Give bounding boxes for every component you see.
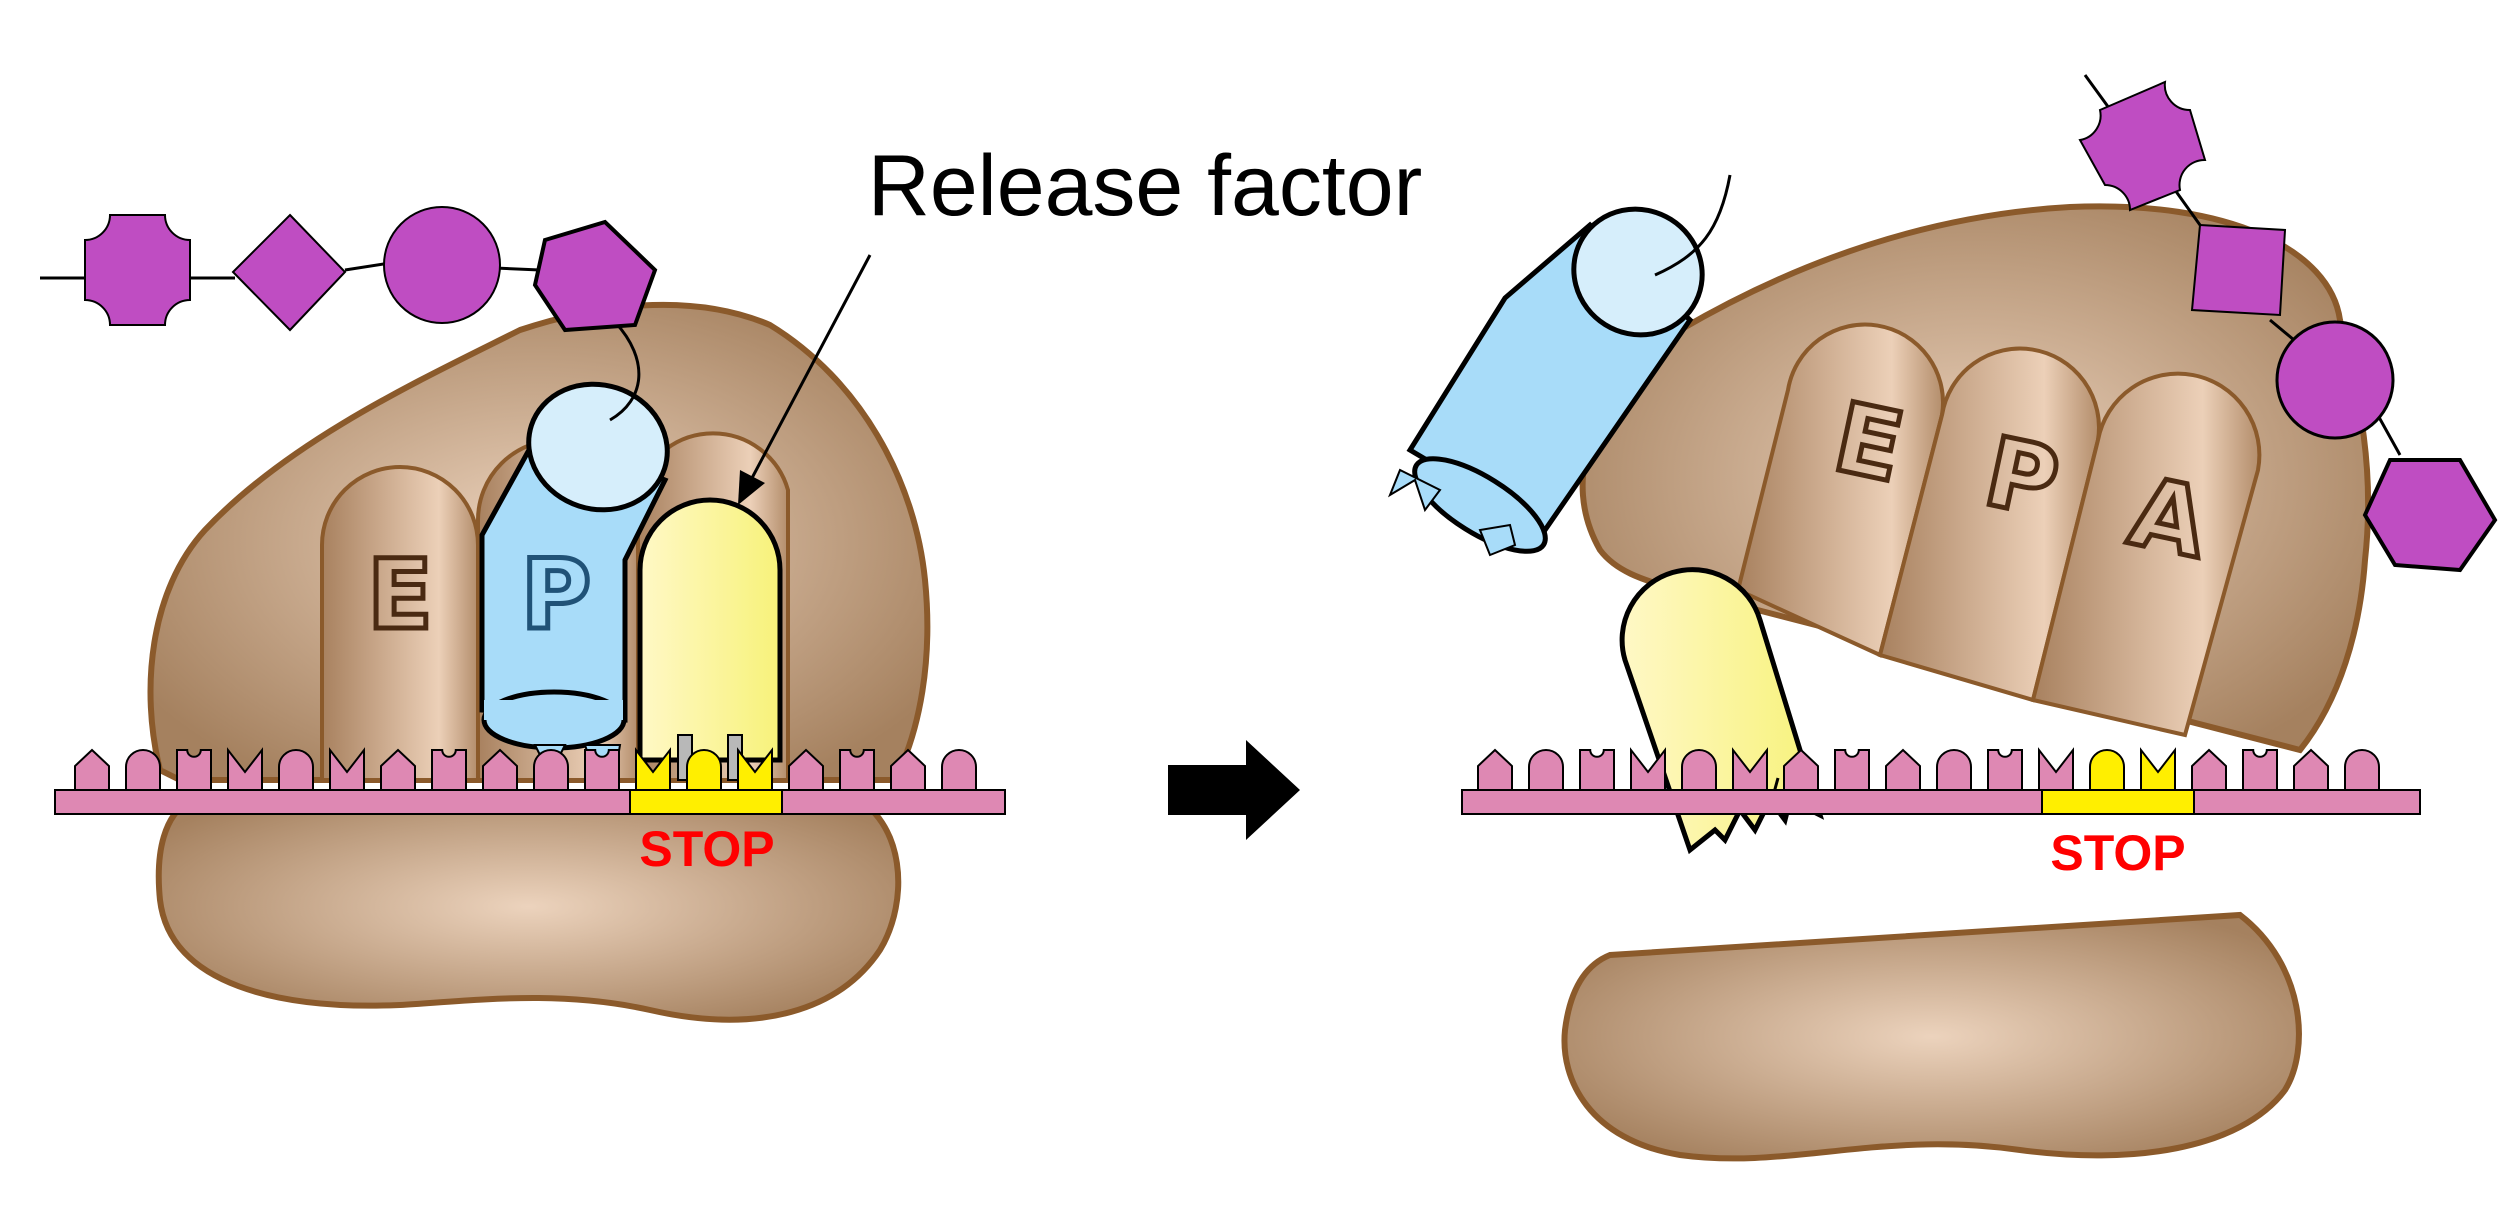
codon-base — [1579, 749, 1615, 791]
left-e-site-label: E — [367, 539, 433, 651]
codon-base — [890, 748, 926, 791]
codon-base — [533, 749, 569, 791]
codon-base — [1630, 747, 1666, 791]
left-e-site-pocket — [320, 465, 480, 782]
codon-base — [686, 749, 722, 791]
amino-acid-diamond — [231, 213, 347, 332]
codon-base — [227, 747, 263, 791]
codon-base — [329, 747, 365, 791]
codon-base — [380, 748, 416, 791]
codon-base — [1936, 749, 1972, 791]
codon-base — [2344, 749, 2380, 791]
codon-base — [1477, 748, 1513, 791]
right-polypeptide-chain — [2078, 74, 2498, 573]
amino-acid-circle — [2275, 320, 2395, 440]
release-factor-pointer — [738, 254, 872, 505]
amino-acid-circle — [383, 206, 501, 324]
amino-acid-hexagon — [2362, 458, 2498, 573]
amino-acid-octagon — [2078, 80, 2207, 212]
right-a-site-pocket — [2030, 371, 2262, 738]
codon-base — [584, 749, 620, 791]
codon-base — [2140, 747, 2176, 791]
right-released-trna — [1387, 174, 1732, 557]
right-p-site-pocket — [1877, 346, 2101, 703]
codon-base — [2089, 749, 2125, 791]
left-p-site-trna: P — [479, 381, 670, 778]
right-mrna — [1461, 747, 2421, 815]
release-factor-callout: Release factor — [868, 138, 1423, 234]
left-stop-label: STOP — [639, 821, 774, 877]
left-panel: E P STOP — [40, 138, 1423, 1023]
codon-base — [2293, 748, 2329, 791]
codon-base — [1885, 748, 1921, 791]
codon-base — [839, 749, 875, 791]
codon-base — [431, 749, 467, 791]
codon-base — [2242, 749, 2278, 791]
codon-base — [2191, 748, 2227, 791]
codon-base — [2038, 747, 2074, 791]
codon-base — [74, 748, 110, 791]
codon-base — [737, 747, 773, 791]
codon-base — [176, 749, 212, 791]
right-e-site-pocket — [1735, 322, 1945, 658]
left-release-factor — [637, 497, 783, 781]
left-polypeptide-chain — [40, 206, 658, 422]
left-small-subunit — [155, 790, 902, 1023]
amino-acid-hexagon — [532, 219, 658, 333]
right-stop-label: STOP — [2050, 825, 2185, 881]
codon-base — [635, 747, 671, 791]
right-codon-bases — [1477, 747, 2380, 791]
codon-base — [1681, 749, 1717, 791]
right-site-pockets: E P A — [1735, 322, 2262, 738]
codon-base — [1987, 749, 2023, 791]
amino-acid-square — [2190, 223, 2287, 317]
left-codon-bases — [74, 747, 977, 791]
codon-base — [125, 749, 161, 791]
right-small-subunit — [1561, 911, 2302, 1162]
codon-base — [941, 749, 977, 791]
codon-base — [278, 749, 314, 791]
codon-base — [482, 748, 518, 791]
left-p-site-label: P — [521, 539, 591, 651]
codon-base — [1834, 749, 1870, 791]
codon-base — [788, 748, 824, 791]
amino-acid-octagon — [84, 214, 191, 326]
left-mrna — [54, 747, 1006, 815]
left-stop-codon — [629, 789, 783, 815]
codon-base — [1783, 748, 1819, 791]
right-stop-codon — [2041, 789, 2195, 815]
progression-arrow — [1168, 740, 1300, 840]
codon-base — [1732, 747, 1768, 791]
right-panel: E P A STOP — [1387, 74, 2498, 1162]
codon-base — [1528, 749, 1564, 791]
